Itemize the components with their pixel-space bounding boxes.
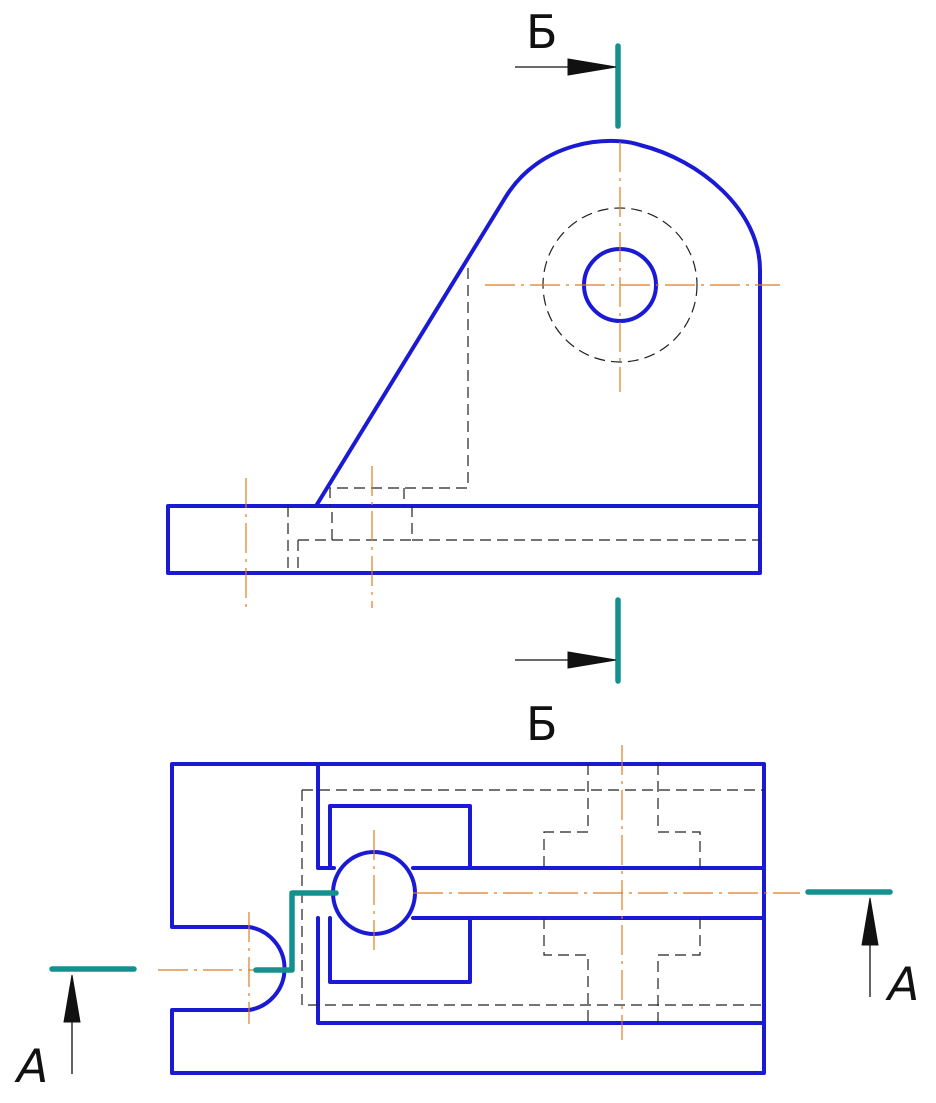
front-view-hidden-rib — [329, 268, 469, 506]
section-a-arrowhead-left — [63, 974, 81, 1023]
section-b-label-top: Б — [526, 5, 558, 59]
top-view-hidden-outline — [301, 789, 764, 1006]
top-view-slot-edges — [411, 866, 766, 920]
top-view-lower-window — [328, 916, 472, 984]
section-a-arrowhead-right — [861, 897, 879, 946]
section-b-top-marker: Б — [515, 5, 621, 129]
section-a-stepped-cut-line — [253, 890, 339, 973]
section-b-arrowhead-top — [567, 58, 617, 76]
top-view — [158, 745, 800, 1075]
front-view-bracket-outline — [314, 138, 762, 508]
top-view-hidden-counterbore-upper — [543, 764, 701, 868]
front-view — [166, 138, 780, 612]
top-view-hidden-counterbore-lower — [543, 918, 701, 1023]
section-a-cut-path — [253, 890, 339, 973]
section-b-arrowhead-bottom — [567, 651, 617, 669]
section-b-label-bottom: Б — [526, 697, 558, 751]
section-b-bottom-marker: Б — [515, 597, 621, 751]
section-a-label-left: А — [12, 1039, 55, 1092]
front-view-hidden-steps — [287, 488, 760, 573]
section-a-left-marker: А — [12, 966, 137, 1093]
top-view-upper-window — [328, 804, 472, 870]
section-a-right-marker: А — [805, 889, 926, 1011]
section-a-label-right: А — [883, 957, 926, 1010]
